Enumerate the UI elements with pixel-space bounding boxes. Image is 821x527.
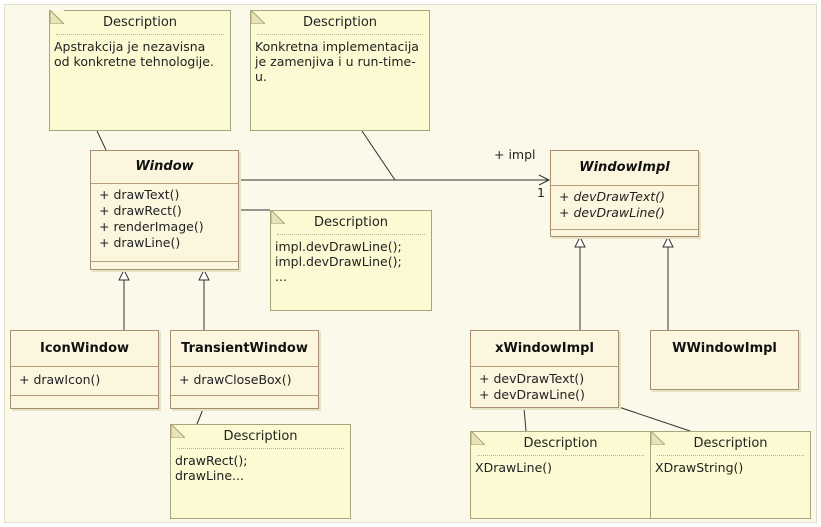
- class-name: WindowImpl: [579, 160, 670, 175]
- class-transientwindow[interactable]: TransientWindow + drawCloseBox(): [170, 330, 319, 409]
- operation-list: + devDrawText() + devDrawLine(): [551, 186, 698, 223]
- operations-compartment: + drawText() + drawRect() + renderImage(…: [91, 183, 238, 253]
- note-body: XDrawString(): [655, 460, 744, 475]
- operations-compartment: + drawCloseBox(): [171, 366, 318, 390]
- class-windowimpl[interactable]: WindowImpl + devDrawText() + devDrawLine…: [550, 150, 699, 237]
- operation: + devDrawText(): [479, 371, 585, 386]
- note-xdrawstring[interactable]: Description XDrawString(): [650, 431, 811, 519]
- operation: + devDrawText(): [559, 189, 665, 204]
- note-window-ops[interactable]: Description impl.devDrawLine(); impl.dev…: [270, 210, 432, 311]
- note-body: XDrawLine(): [475, 460, 553, 475]
- note-title: Description: [477, 432, 644, 456]
- operations-compartment: + devDrawText() + devDrawLine(): [471, 366, 618, 405]
- note-title: Description: [177, 425, 344, 449]
- class-name: WWindowImpl: [672, 341, 777, 356]
- operation-list: + drawIcon(): [11, 367, 158, 390]
- operation: + devDrawLine(): [479, 387, 585, 402]
- class-wwindowimpl[interactable]: WWindowImpl: [650, 330, 799, 390]
- operation: + drawText(): [99, 187, 180, 202]
- class-name: xWindowImpl: [495, 341, 594, 356]
- association-arrowhead: [538, 174, 551, 186]
- empty-compartment: [551, 229, 698, 230]
- operation: + drawLine(): [99, 235, 181, 250]
- operation: + drawCloseBox(): [179, 372, 292, 387]
- note-title: Description: [257, 11, 423, 35]
- note-fold-icon: [171, 424, 185, 438]
- note-link-abstraction: [96, 130, 107, 151]
- empty-compartment: [171, 395, 318, 396]
- note-implementation[interactable]: Description Konkretna implementacija je …: [250, 10, 430, 131]
- note-xdrawline[interactable]: Description XDrawLine(): [470, 431, 651, 519]
- note-transient[interactable]: Description drawRect(); drawLine...: [170, 424, 351, 519]
- operation: + renderImage(): [99, 219, 204, 234]
- class-name: Window: [135, 159, 194, 174]
- class-iconwindow[interactable]: IconWindow + drawIcon(): [10, 330, 159, 409]
- operation: + drawRect(): [99, 203, 182, 218]
- generalization-arrowhead: [662, 235, 674, 248]
- generalization-arrowhead: [118, 268, 130, 281]
- note-body: drawRect(); drawLine...: [175, 453, 248, 483]
- operation-list: + drawCloseBox(): [171, 367, 318, 390]
- empty-compartment: [11, 395, 158, 396]
- note-fold-icon: [471, 431, 485, 445]
- note-fold-icon: [50, 10, 64, 24]
- class-xwindowimpl[interactable]: xWindowImpl + devDrawText() + devDrawLin…: [470, 330, 619, 408]
- note-body: Apstrakcija je nezavisna od konkretne te…: [54, 39, 214, 69]
- note-title: Description: [56, 11, 224, 35]
- note-fold-icon: [271, 210, 285, 224]
- note-link-implementation: [361, 130, 396, 181]
- empty-compartment: [91, 261, 238, 262]
- association-role-label: + impl: [494, 147, 536, 162]
- generalization-arrowhead: [198, 268, 210, 281]
- note-title: Description: [277, 211, 425, 235]
- note-title: Description: [657, 432, 804, 456]
- operation: + devDrawLine(): [559, 205, 665, 220]
- operation-list: + devDrawText() + devDrawLine(): [471, 367, 618, 405]
- note-fold-icon: [651, 431, 665, 445]
- class-name: TransientWindow: [181, 341, 308, 356]
- class-name: IconWindow: [39, 341, 130, 356]
- note-fold-icon: [251, 10, 265, 24]
- association-multiplicity-label: 1: [537, 185, 545, 200]
- note-abstraction[interactable]: Description Apstrakcija je nezavisna od …: [49, 10, 231, 131]
- generalization-arrowhead: [574, 235, 586, 248]
- operation: + drawIcon(): [19, 372, 101, 387]
- note-link-xdrawline: [523, 407, 527, 432]
- operation-list: + drawText() + drawRect() + renderImage(…: [91, 184, 238, 253]
- operations-compartment: + devDrawText() + devDrawLine(): [551, 185, 698, 223]
- note-body: impl.devDrawLine(); impl.devDrawLine(); …: [275, 239, 402, 284]
- note-body: Konkretna implementacija je zamenjiva i …: [255, 39, 419, 84]
- class-window[interactable]: Window + drawText() + drawRect() + rende…: [90, 150, 239, 270]
- operations-compartment: + drawIcon(): [11, 366, 158, 390]
